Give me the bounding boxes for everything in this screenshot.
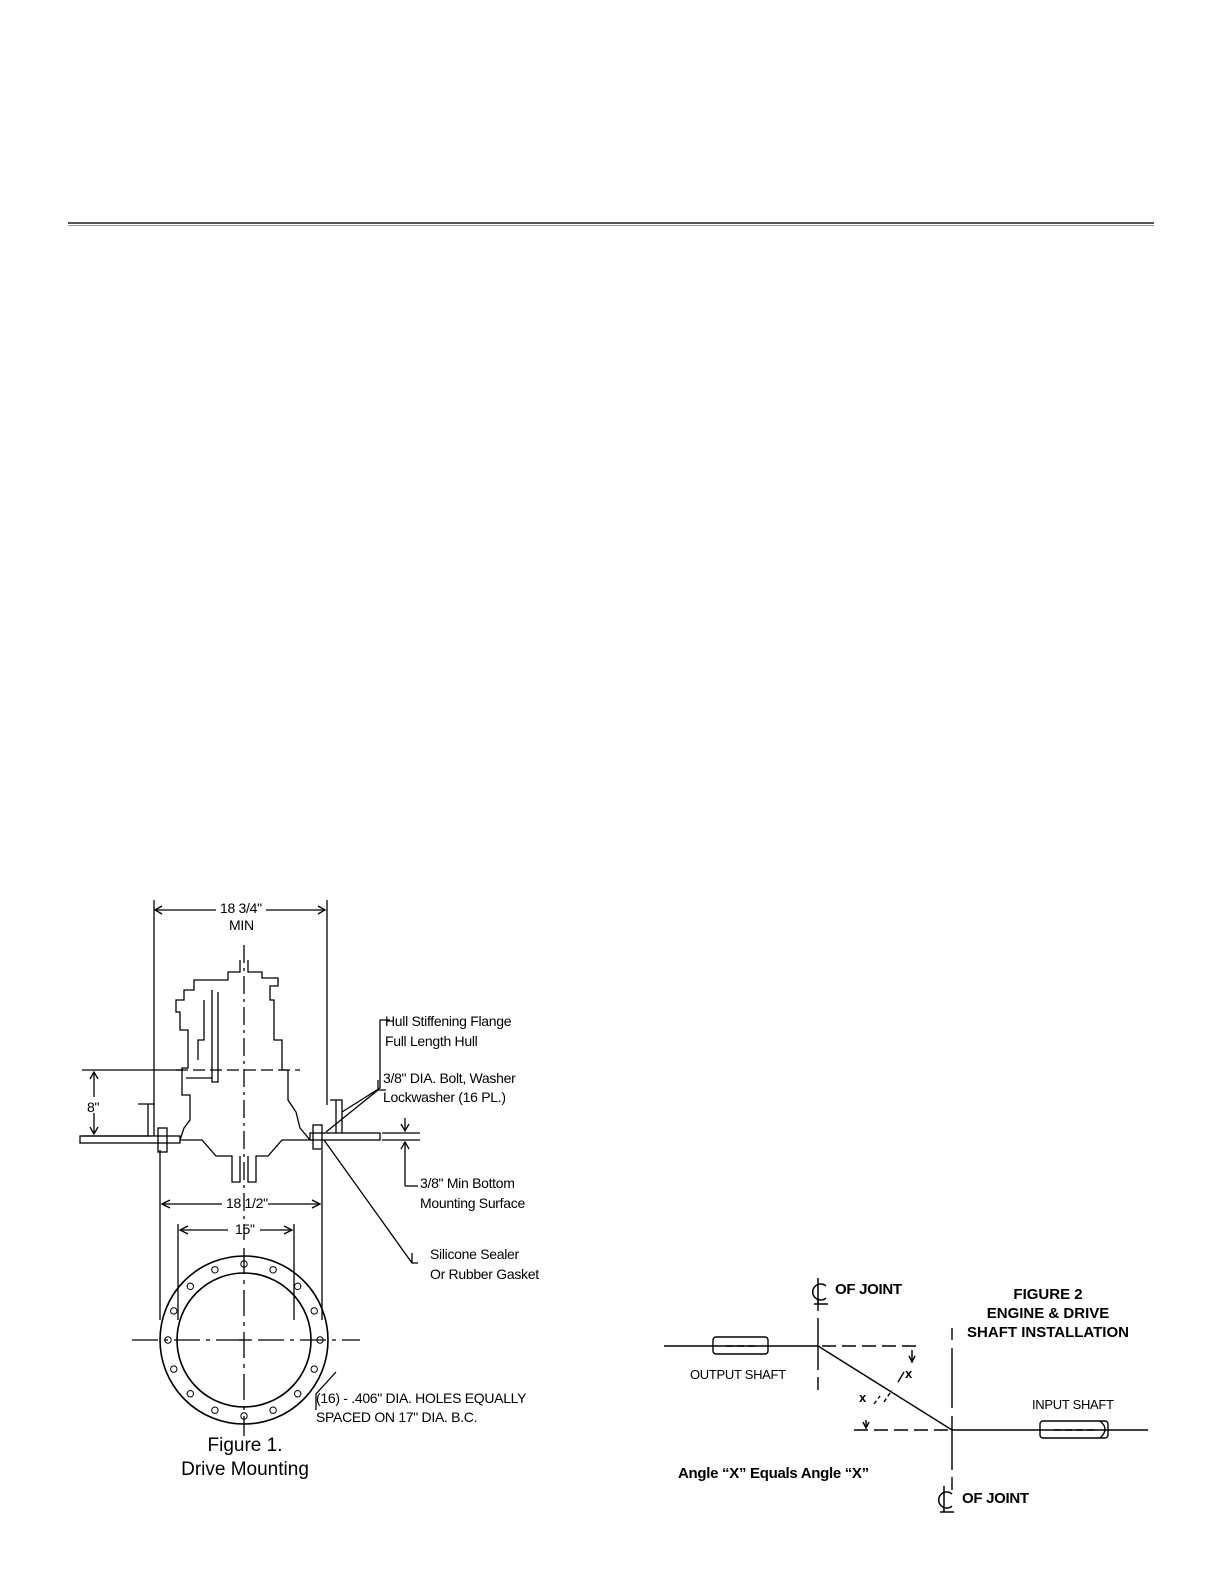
bolt-hole <box>170 1307 178 1315</box>
bolt-hole-ring <box>164 1260 324 1420</box>
cl-joint-bottom-label: OF JOINT <box>962 1490 1029 1507</box>
dim-circle-label: 15" <box>235 1221 255 1237</box>
bolt-hole <box>164 1336 172 1344</box>
centerline-symbol-bottom <box>937 1486 954 1513</box>
cl-joint-top-label: OF JOINT <box>835 1281 902 1298</box>
callout-surface-line2: Mounting Surface <box>420 1195 525 1211</box>
angle-x-upper-label: x <box>905 1366 912 1381</box>
callout-surface-line1: 3/8" Min Bottom <box>420 1175 515 1191</box>
input-shaft-label: INPUT SHAFT <box>1032 1397 1114 1412</box>
callout-flange-line1: Hull Stiffening Flange <box>385 1013 512 1029</box>
dim-top-min-label: MIN <box>229 917 254 933</box>
bolt-hole <box>170 1365 178 1373</box>
angle-note: Angle “X” Equals Angle “X” <box>678 1465 869 1482</box>
callout-bolt-line2: Lockwasher (16 PL.) <box>383 1089 506 1105</box>
output-shaft-label: OUTPUT SHAFT <box>690 1367 786 1382</box>
callout-holes-line1: (16) - .406" DIA. HOLES EQUALLY <box>316 1390 527 1406</box>
callout-sealer-line2: Or Rubber Gasket <box>430 1266 539 1282</box>
callout-sealer-line1: Silicone Sealer <box>430 1246 519 1262</box>
dim-left-label: 8" <box>87 1099 100 1115</box>
figure1-caption-line2: Drive Mounting <box>181 1459 309 1480</box>
bolt-hole <box>269 1406 277 1414</box>
figure2-title-line2: ENGINE & DRIVE <box>986 1305 1110 1322</box>
header-rule-top <box>68 222 1154 224</box>
bolt-hole <box>310 1365 318 1373</box>
bolt-hole <box>294 1282 302 1291</box>
centerline-symbol-top <box>811 1278 828 1305</box>
angle-x-lower-label: x <box>859 1390 866 1405</box>
bolt-hole <box>211 1266 219 1274</box>
dim-mid-label: 18 1/2" <box>226 1195 268 1211</box>
figure1-caption-line1: Figure 1. <box>207 1435 283 1456</box>
figure2-title-line3: SHAFT INSTALLATION <box>967 1324 1129 1341</box>
bolt-hole <box>310 1307 318 1315</box>
dim-top-label: 18 3/4" <box>220 900 262 916</box>
bolt-hole <box>294 1390 302 1398</box>
header-rule-bottom <box>68 225 1154 226</box>
bolt-hole <box>240 1412 248 1420</box>
bolt-hole <box>186 1390 195 1398</box>
bolt-hole <box>269 1266 277 1274</box>
bolt-hole <box>240 1260 248 1268</box>
callout-holes-line2: SPACED ON 17" DIA. B.C. <box>316 1409 478 1425</box>
figure2-title-line1: FIGURE 2 <box>1013 1286 1083 1303</box>
bolt-hole <box>316 1336 324 1344</box>
bolt-hole <box>186 1282 195 1291</box>
callout-bolt-line1: 3/8" DIA. Bolt, Washer <box>383 1070 516 1086</box>
bolt-hole <box>211 1406 219 1414</box>
callout-flange-line2: Full Length Hull <box>385 1033 478 1049</box>
